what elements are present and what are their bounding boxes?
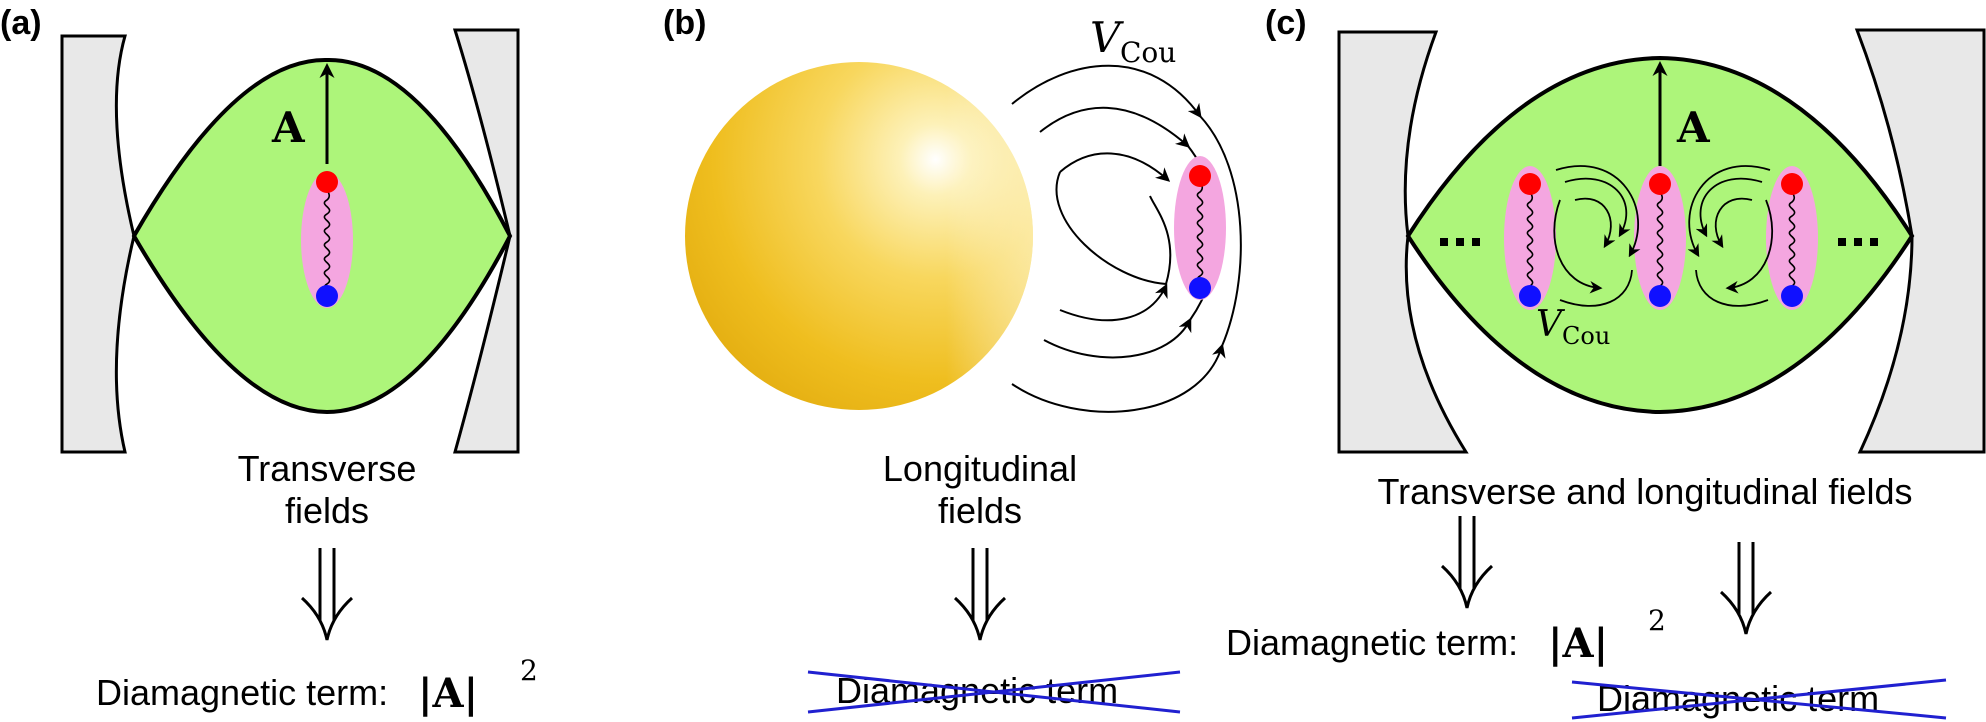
coulomb-subscript: Cou bbox=[1562, 322, 1610, 350]
ellipsis-right bbox=[1838, 238, 1878, 246]
caption-line-2: fields bbox=[285, 490, 369, 531]
panel-a: (a) A Transverse fields Diamagnetic term… bbox=[0, 4, 538, 717]
diamagnetic-term-text: Diamagnetic term: bbox=[1226, 622, 1518, 663]
implies-arrow bbox=[953, 548, 1007, 641]
coulomb-symbol: V bbox=[1536, 304, 1566, 345]
right-mirror bbox=[1854, 28, 1986, 454]
diamagnetic-term-exponent: 2 bbox=[520, 654, 538, 687]
implies-arrow bbox=[300, 548, 354, 641]
implies-arrow-right bbox=[1719, 542, 1773, 635]
caption-line-1: Transverse bbox=[238, 448, 417, 489]
dipole bbox=[1634, 166, 1686, 310]
ellipsis-left bbox=[1440, 238, 1480, 246]
panel-a-label: (a) bbox=[0, 4, 42, 42]
right-mirror bbox=[452, 28, 520, 454]
panel-b: (b) V Cou Longitudinal fields bbox=[663, 4, 1242, 714]
diamagnetic-term-math: |A| bbox=[418, 670, 478, 717]
gold-nanoparticle bbox=[685, 62, 1033, 410]
left-mirror bbox=[60, 34, 136, 454]
diamagnetic-term-exponent: 2 bbox=[1648, 604, 1666, 637]
caption-line-1: Longitudinal bbox=[883, 448, 1077, 489]
caption-line-1: Transverse and longitudinal fields bbox=[1378, 471, 1913, 512]
vector-potential-label: A bbox=[1676, 103, 1711, 152]
coulomb-coupling-right bbox=[1687, 165, 1774, 307]
caption-line-2: fields bbox=[938, 490, 1022, 531]
panel-c-label: (c) bbox=[1265, 4, 1307, 42]
diamagnetic-term-text: Diamagnetic term: bbox=[96, 672, 388, 713]
coulomb-symbol: V bbox=[1090, 13, 1124, 62]
vector-potential-label: A bbox=[271, 103, 306, 152]
coulomb-coupling-left bbox=[1553, 165, 1641, 307]
crossed-diamagnetic-term: Diamagnetic term bbox=[1571, 678, 1947, 720]
implies-arrow-left bbox=[1440, 516, 1494, 609]
panel-c: (c) A bbox=[1226, 4, 1986, 720]
coulomb-field-lines bbox=[1011, 64, 1242, 413]
crossed-diamagnetic-term: Diamagnetic term bbox=[807, 670, 1181, 714]
panel-b-label: (b) bbox=[663, 4, 706, 42]
coulomb-subscript: Cou bbox=[1120, 36, 1176, 69]
dipole bbox=[1504, 166, 1556, 310]
diamagnetic-term-math: |A| bbox=[1548, 620, 1608, 667]
dipole bbox=[1766, 166, 1818, 310]
dipole bbox=[301, 171, 353, 308]
dipole bbox=[1174, 156, 1226, 300]
